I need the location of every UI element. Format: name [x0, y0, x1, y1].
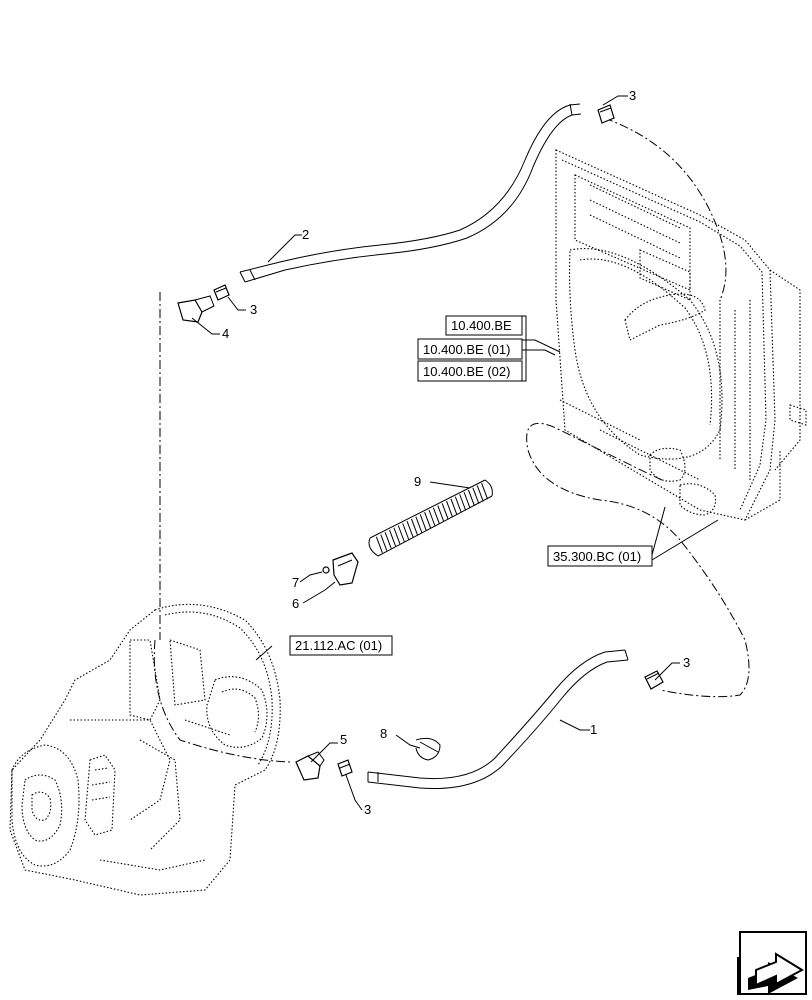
sleeve-rib	[393, 527, 401, 545]
sleeve-rib	[380, 534, 388, 551]
sleeve-rib	[459, 494, 467, 511]
sleeve-rib	[402, 523, 410, 540]
ref-10400be-02-text: 10.400.BE (02)	[423, 364, 510, 379]
callout-7: 7	[292, 575, 299, 590]
sleeve-rib	[419, 514, 427, 531]
transmission-drawing	[9, 603, 281, 896]
sleeve-rib	[467, 489, 475, 507]
callout-5: 5	[340, 732, 347, 747]
ref-10400be-02-link[interactable]: 10.400.BE (02)	[417, 360, 523, 382]
sleeve-rib	[441, 503, 449, 520]
callout-3-upper-left: 3	[250, 302, 257, 317]
ref-21112ac-01-link[interactable]: 21.112.AC (01)	[289, 635, 393, 656]
sleeve-rib	[428, 509, 436, 527]
sleeve-rib	[446, 500, 454, 518]
sleeve-rib	[432, 507, 440, 524]
sleeve-rib	[389, 529, 397, 547]
callout-8: 8	[380, 726, 387, 741]
ref-10400be-01-text: 10.400.BE (01)	[423, 342, 510, 357]
ref-10400be-link[interactable]: 10.400.BE	[445, 315, 523, 336]
hose-2	[239, 103, 582, 283]
next-page-arrow-icon[interactable]	[737, 931, 807, 995]
ref-35300bc-01-link[interactable]: 35.300.BC (01)	[547, 545, 653, 567]
callout-4: 4	[222, 326, 229, 341]
callout-6: 6	[292, 596, 299, 611]
reference-links: 10.400.BE 10.400.BE (01) 10.400.BE (02) …	[289, 315, 653, 656]
radiator-assembly-drawing	[555, 149, 807, 521]
sleeve-rib	[463, 491, 471, 509]
sleeve-rib	[450, 498, 458, 516]
sleeve-rib	[410, 518, 418, 536]
callout-9: 9	[414, 474, 421, 489]
sleeve-rib	[476, 485, 484, 502]
sleeve-rib	[397, 525, 405, 542]
sleeve-rib	[375, 536, 383, 553]
protective-sleeve-9	[368, 479, 493, 557]
ref-21112ac-01-text: 21.112.AC (01)	[295, 638, 382, 653]
callout-3-bottom: 3	[364, 802, 371, 817]
ref-10400be-text: 10.400.BE	[451, 318, 512, 333]
callout-3-right: 3	[683, 655, 690, 670]
sleeve-rib	[415, 516, 423, 533]
small-parts	[177, 104, 664, 781]
hose-1	[367, 649, 629, 789]
sleeve-rib	[454, 496, 462, 513]
routing-lines	[153, 117, 750, 763]
sleeve-rib	[437, 505, 445, 522]
callout-1: 1	[590, 722, 597, 737]
sleeve-rib	[384, 532, 392, 549]
callout-numbers: 1 2 3 3 3 3 4 5 6 7 8 9	[222, 88, 690, 817]
sleeve-rib	[406, 520, 414, 538]
sleeve-rib	[424, 512, 432, 529]
callout-2: 2	[302, 227, 309, 242]
ref-10400be-01-link[interactable]: 10.400.BE (01)	[417, 338, 523, 360]
ref-35300bc-01-text: 35.300.BC (01)	[553, 549, 641, 564]
callout-leaders	[191, 95, 719, 811]
callout-3-top: 3	[629, 88, 636, 103]
sleeve-rib	[472, 487, 480, 504]
sleeve-rib	[481, 483, 489, 500]
